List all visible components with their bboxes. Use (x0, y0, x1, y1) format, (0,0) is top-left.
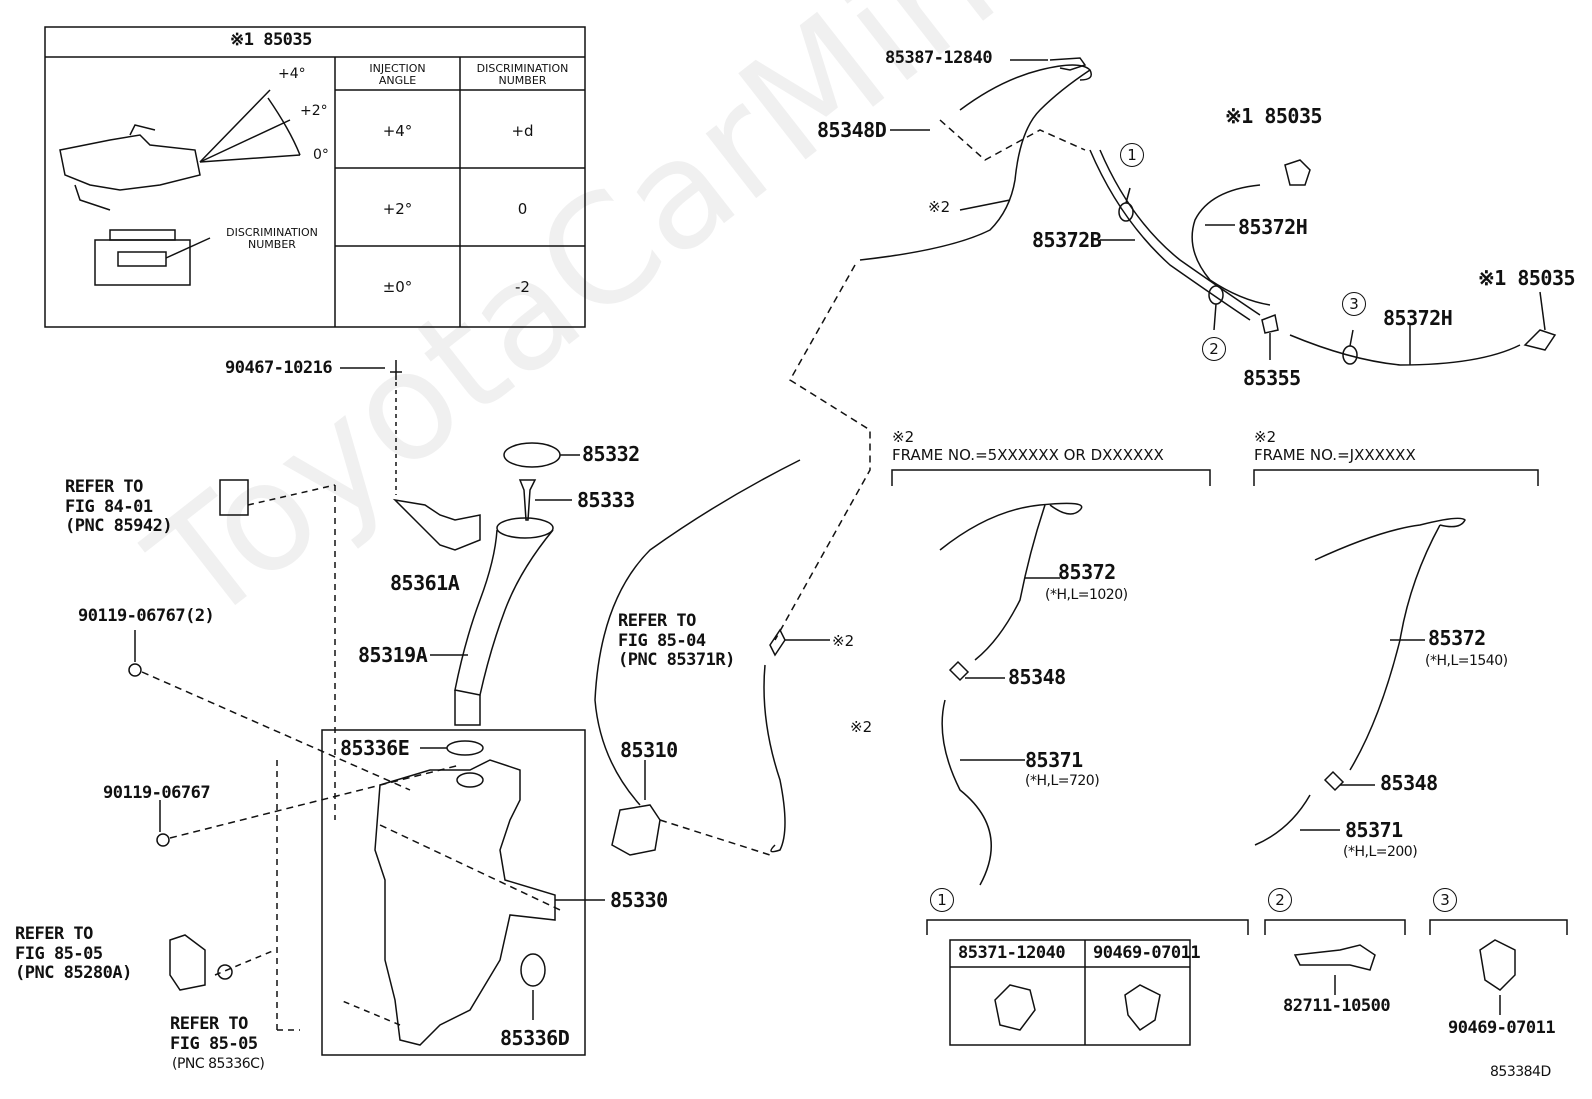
frameB-85371[interactable]: 85371 (1345, 818, 1403, 842)
part-90119-06767-2[interactable]: 90119-06767(2) (78, 606, 215, 626)
part-85035-upper[interactable]: ※1 85035 (1225, 104, 1323, 128)
frameA-85348[interactable]: 85348 (1008, 665, 1066, 689)
row3-angle: ±0° (382, 278, 413, 296)
callout-3: 3 (1342, 292, 1366, 316)
part-85336D[interactable]: 85336D (500, 1026, 570, 1050)
angle-zero-label: 0° (313, 147, 329, 163)
inset-title: ※1 85035 (230, 30, 312, 50)
note2-hose-lower: ※2 (850, 718, 873, 736)
diagram-id: 853384D (1490, 1064, 1551, 1080)
note2-upper: ※2 (928, 198, 951, 216)
row2-number: 0 (517, 200, 528, 218)
frameB-title: FRAME NO.=JXXXXXX (1254, 446, 1416, 464)
frameB-note: ※2 (1254, 428, 1277, 446)
part-85310[interactable]: 85310 (620, 738, 678, 762)
part-85355[interactable]: 85355 (1243, 366, 1301, 390)
part-85332[interactable]: 85332 (582, 442, 640, 466)
part-85387-12840[interactable]: 85387-12840 (885, 48, 993, 68)
part-85372H-upper[interactable]: 85372H (1238, 215, 1308, 239)
callout-1: 1 (1120, 143, 1144, 167)
inset-box (44, 26, 586, 328)
refer-fig-85-05-pnc: (PNC 85336C) (172, 1056, 265, 1072)
row1-number: +d (511, 122, 534, 140)
refer-fig-85-05-grommet[interactable]: REFER TO FIG 85-05 (170, 1014, 258, 1054)
frameA-85372[interactable]: 85372 (1058, 560, 1116, 584)
group-3-callout: 3 (1433, 888, 1457, 912)
note2-hose-upper: ※2 (832, 632, 855, 650)
part-85361A[interactable]: 85361A (390, 571, 460, 595)
reservoir-box (321, 729, 586, 1056)
row2-angle: +2° (382, 200, 413, 218)
part-85372H-lower[interactable]: 85372H (1383, 306, 1453, 330)
angle-plus2-label: +2° (300, 103, 328, 119)
group-2-callout: 2 (1268, 888, 1292, 912)
row3-number: -2 (515, 278, 530, 296)
part-85333[interactable]: 85333 (577, 488, 635, 512)
part-85348D[interactable]: 85348D (817, 118, 887, 142)
group-1-callout: 1 (930, 888, 954, 912)
part-85035-lower[interactable]: ※1 85035 (1478, 266, 1576, 290)
part-82711-10500[interactable]: 82711-10500 (1283, 996, 1391, 1016)
header-discrimination-number: DISCRIMINATION NUMBER (476, 62, 569, 87)
angle-plus4-label: +4° (278, 66, 306, 82)
row1-angle: +4° (382, 122, 413, 140)
frameA-85372-length: (*H,L=1020) (1045, 587, 1128, 603)
frameA-note: ※2 (892, 428, 915, 446)
part-85371-12040[interactable]: 85371-12040 (958, 943, 1066, 963)
part-85330[interactable]: 85330 (610, 888, 668, 912)
nozzle-sketch (59, 89, 301, 286)
frameB-85372-length: (*H,L=1540) (1425, 653, 1508, 669)
part-85336E[interactable]: 85336E (340, 736, 410, 760)
frameB-85372[interactable]: 85372 (1428, 626, 1486, 650)
frameA-85371[interactable]: 85371 (1025, 748, 1083, 772)
frameA-85371-length: (*H,L=720) (1025, 773, 1100, 789)
refer-fig-84-01[interactable]: REFER TO FIG 84-01 (PNC 85942) (65, 477, 173, 537)
callout-2: 2 (1202, 337, 1226, 361)
part-90469-07011-group1[interactable]: 90469-07011 (1093, 943, 1201, 963)
refer-fig-85-04[interactable]: REFER TO FIG 85-04 (PNC 85371R) (618, 611, 735, 671)
part-85319A[interactable]: 85319A (358, 643, 428, 667)
frameB-85348[interactable]: 85348 (1380, 771, 1438, 795)
header-injection-angle: INJECTION ANGLE (369, 62, 426, 87)
refer-fig-85-05-pump[interactable]: REFER TO FIG 85-05 (PNC 85280A) (15, 924, 132, 984)
part-85372B[interactable]: 85372B (1032, 228, 1102, 252)
part-90119-06767[interactable]: 90119-06767 (103, 783, 211, 803)
frameB-85371-length: (*H,L=200) (1343, 844, 1418, 860)
discrimination-label: DISCRIMINATION NUMBER (226, 226, 318, 251)
part-90469-07011-group3[interactable]: 90469-07011 (1448, 1018, 1556, 1038)
part-90467-10216[interactable]: 90467-10216 (225, 358, 333, 378)
frameA-title: FRAME NO.=5XXXXXX OR DXXXXXX (892, 446, 1164, 464)
